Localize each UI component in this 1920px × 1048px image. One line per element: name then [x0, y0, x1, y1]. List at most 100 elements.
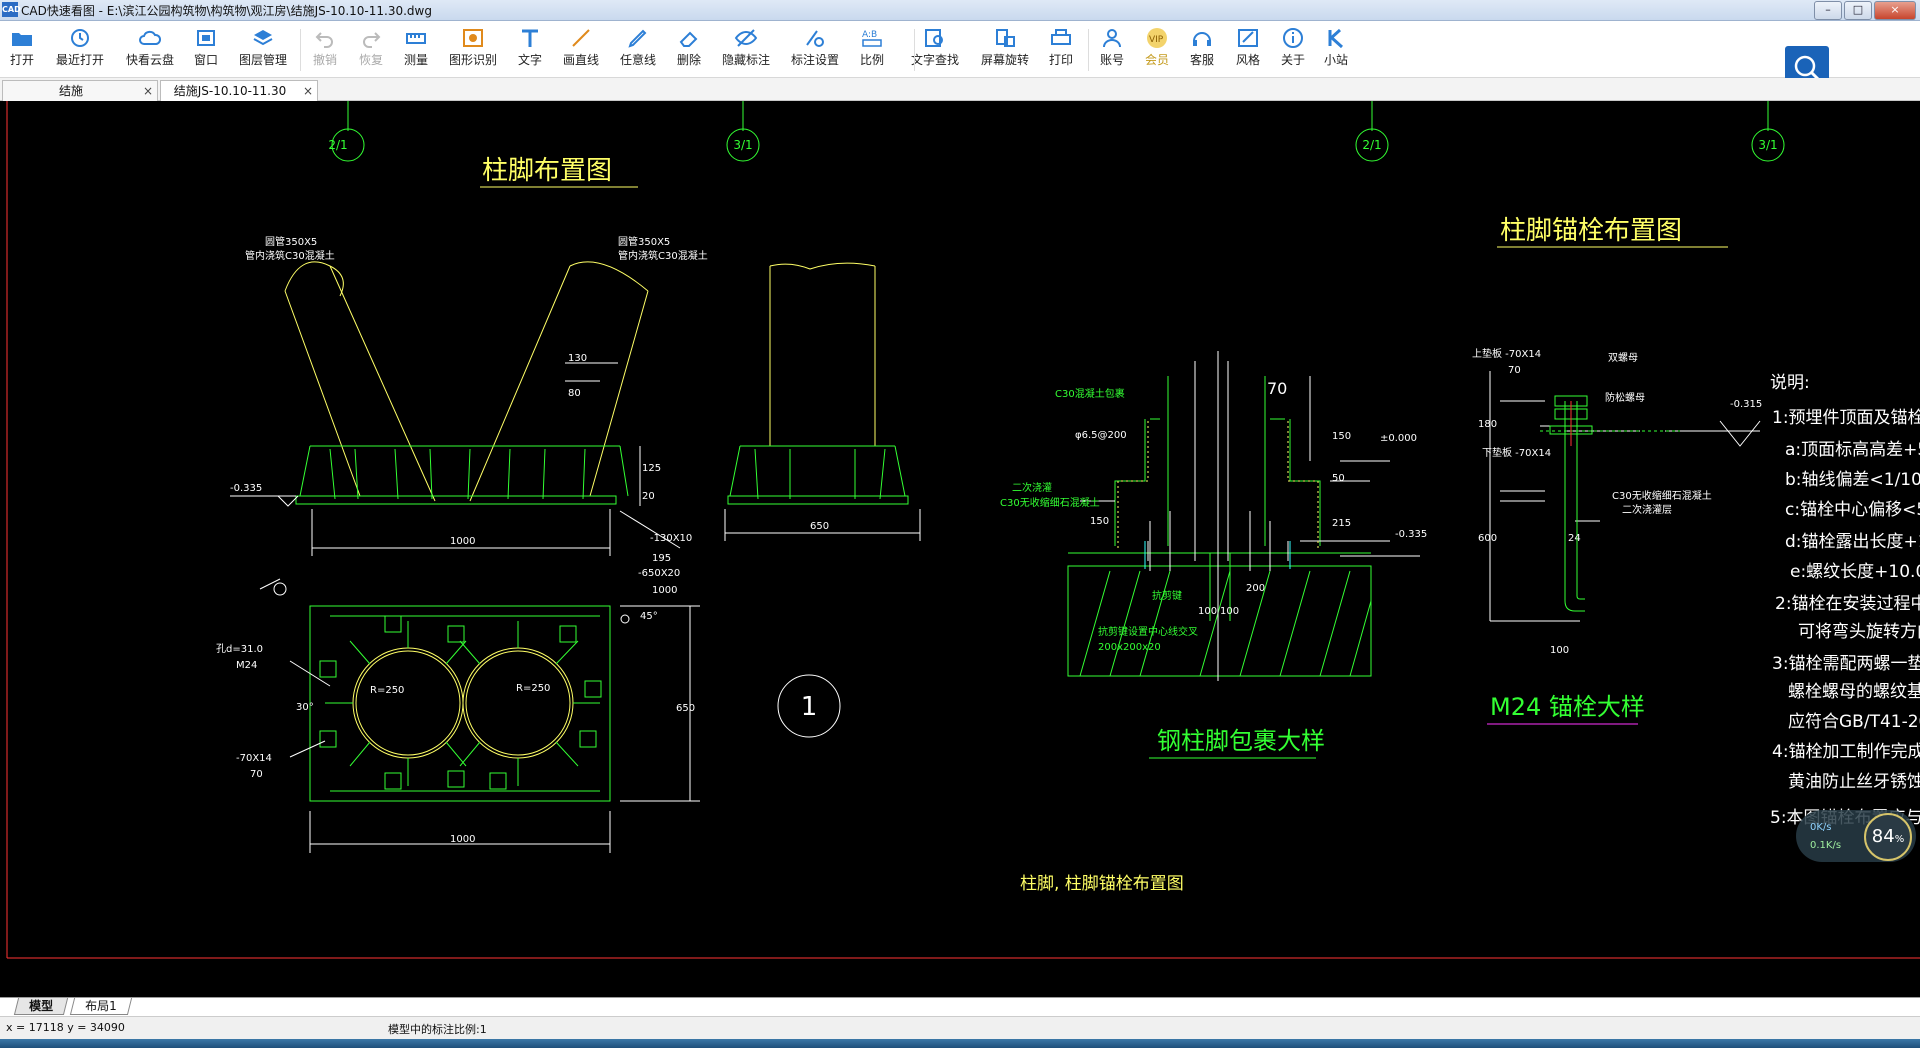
label-dim: 70: [1267, 379, 1287, 398]
ruler-icon: [392, 27, 440, 49]
anchor-bolt: [1540, 395, 1680, 612]
tube-circles: [352, 647, 574, 759]
label-dim: 150: [1090, 516, 1109, 527]
toolbar-button-4[interactable]: 图层管理: [239, 25, 287, 75]
title-bar: CAD CAD快速看图 - E:\滨江公园构筑物\构筑物\观江房\结施JS-10…: [0, 0, 1920, 21]
headset-icon: [1178, 27, 1226, 49]
tab-label: 布局1: [85, 999, 117, 1013]
notes-block: 说明:1:预埋件顶面及锚栓应满足a:顶面标高高差+5.0mb:轴线偏差<1/10…: [1770, 373, 1920, 828]
toolbar-button-20[interactable]: VIP 会员: [1133, 25, 1181, 75]
history-icon: [56, 27, 104, 49]
toolbar-button-16[interactable]: 文字查找: [911, 25, 959, 75]
label-dim: 180: [1478, 419, 1497, 430]
toolbar-button-2[interactable]: 快看云盘: [126, 25, 174, 75]
toolbar-button-3[interactable]: 窗口: [182, 25, 230, 75]
text-search-icon: [911, 27, 959, 49]
label-grout: C30无收缩细石混凝土: [1000, 496, 1100, 509]
label-dim: 125: [642, 463, 661, 474]
toolbar-button-7[interactable]: 测量: [392, 25, 440, 75]
label-dim: 200: [1246, 583, 1265, 594]
toolbar-button-1[interactable]: 最近打开: [56, 25, 104, 75]
label-dim: 130: [568, 353, 587, 364]
note-line: 说明:: [1770, 373, 1810, 393]
title-anchor-detail: M24 锚栓大样: [1490, 693, 1645, 721]
label-dim: 195: [652, 553, 671, 564]
toolbar-button-10[interactable]: 画直线: [557, 25, 605, 75]
encasement-bolts: [1144, 541, 1291, 569]
cursor-coordinates: x = 17118 y = 34090: [6, 1021, 125, 1034]
label-shear-key: 抗剪键设置中心线交叉: [1098, 625, 1198, 638]
label-dim: 100: [1220, 606, 1239, 617]
concrete-fill: [1117, 421, 1319, 549]
toolbar-button-19[interactable]: 账号: [1088, 25, 1136, 75]
label-tube: 圆管350X5: [265, 235, 317, 248]
label-anchor-part: 上垫板 -70X14: [1472, 347, 1541, 360]
tab-jieshi-js[interactable]: 结施JS-10.10-11.30 ×: [160, 80, 318, 101]
title-encasement-detail: 钢柱脚包裹大样: [1157, 727, 1325, 755]
toolbar-button-0[interactable]: 打开: [0, 25, 46, 75]
toolbar-button-12[interactable]: 删除: [665, 25, 713, 75]
cad-canvas[interactable]: 2/1 3/1 2/1 3/1 柱脚布置图 柱脚锚栓布置图 钢柱脚包裹大样 M2…: [0, 101, 1920, 997]
toolbar-separator: [914, 29, 915, 71]
label-dim: 50: [1332, 473, 1345, 484]
tab-layout1[interactable]: 布局1: [69, 998, 132, 1015]
grid-axes: [331, 101, 1785, 162]
label-anchor: 孔d=31.0: [216, 643, 263, 655]
tab-jieshi[interactable]: 结施 ×: [2, 80, 158, 101]
toolbar-button-18[interactable]: 打印: [1037, 25, 1085, 75]
tab-close-icon[interactable]: ×: [142, 84, 153, 98]
network-speed-widget[interactable]: 0K/s 0.1K/s 84%: [1796, 810, 1916, 862]
toolbar-button-label: 风格: [1235, 53, 1260, 67]
toolbar-button-label: 隐藏标注: [722, 53, 771, 67]
label-anchor-part: 防松螺母: [1605, 391, 1645, 404]
svg-text:VIP: VIP: [1149, 35, 1164, 45]
label-plate: -650X20: [638, 568, 680, 579]
annotation-scale: 模型中的标注比例:1: [388, 1023, 487, 1036]
toolbar-button-label: 屏幕旋转: [981, 53, 1030, 67]
note-line: c:锚栓中心偏移<5.0mm: [1785, 500, 1920, 520]
annotation-settings-icon: [791, 27, 839, 49]
toolbar-button-23[interactable]: 关于: [1269, 25, 1317, 75]
note-line: b:轴线偏差<1/1000,不: [1785, 470, 1920, 490]
label-dim: 100: [1550, 645, 1569, 656]
elevation-dimensions: [230, 362, 921, 556]
drawing-text: 2/1 3/1 2/1 3/1 柱脚布置图 柱脚锚栓布置图 钢柱脚包裹大样 M2…: [216, 138, 1920, 894]
toolbar-button-9[interactable]: 文字: [506, 25, 554, 75]
note-line: 黄油防止丝牙锈蚀: [1788, 772, 1920, 792]
window-icon: [182, 27, 230, 49]
toolbar-button-label: 恢复: [358, 53, 383, 67]
label-dim: 1000: [450, 834, 475, 845]
toolbar-button-6[interactable]: 恢复: [347, 25, 395, 75]
tab-close-icon[interactable]: ×: [302, 84, 313, 98]
drawing-svg: 2/1 3/1 2/1 3/1 柱脚布置图 柱脚锚栓布置图 钢柱脚包裹大样 M2…: [6, 101, 1920, 959]
grid-axis-label: 2/1: [328, 138, 347, 152]
toolbar-button-17[interactable]: 屏幕旋转: [981, 25, 1029, 75]
note-line: 4:锚栓加工制作完成的螺纹: [1772, 742, 1920, 762]
encasement-white: [1080, 351, 1420, 681]
note-line: 1:预埋件顶面及锚栓应满足: [1772, 408, 1920, 428]
note-line: 应符合GB/T41-20: [1788, 712, 1920, 732]
toolbar-button-5[interactable]: 撤销: [301, 25, 349, 75]
grid-axis-label: 3/1: [733, 138, 752, 152]
encasement-detail: [1067, 376, 1372, 677]
maximize-button[interactable]: □: [1844, 1, 1872, 20]
toolbar-button-22[interactable]: 风格: [1224, 25, 1272, 75]
label-tube: 圆管350X5: [618, 235, 670, 248]
label-grout: 二次浇灌: [1012, 481, 1052, 494]
minimize-button[interactable]: –: [1814, 1, 1842, 20]
tab-model[interactable]: 模型: [13, 998, 69, 1015]
close-window-button[interactable]: ×: [1874, 1, 1916, 20]
toolbar-button-21[interactable]: 客服: [1178, 25, 1226, 75]
gauge-percent: 84: [1871, 826, 1895, 847]
toolbar-button-label: 标注设置: [791, 53, 840, 67]
toolbar-button-label: 画直线: [562, 53, 599, 67]
toolbar-button-24[interactable]: 小站: [1312, 25, 1360, 75]
toolbar-button-14[interactable]: 标注设置: [791, 25, 839, 75]
toolbar-button-8[interactable]: 图形识别: [449, 25, 497, 75]
shape-recognize-icon: [449, 27, 497, 49]
toolbar-button-11[interactable]: 任意线: [614, 25, 662, 75]
toolbar-button-label: 撤销: [312, 53, 337, 67]
toolbar-button-13[interactable]: 隐藏标注: [722, 25, 770, 75]
toolbar-button-label: 会员: [1144, 53, 1169, 67]
